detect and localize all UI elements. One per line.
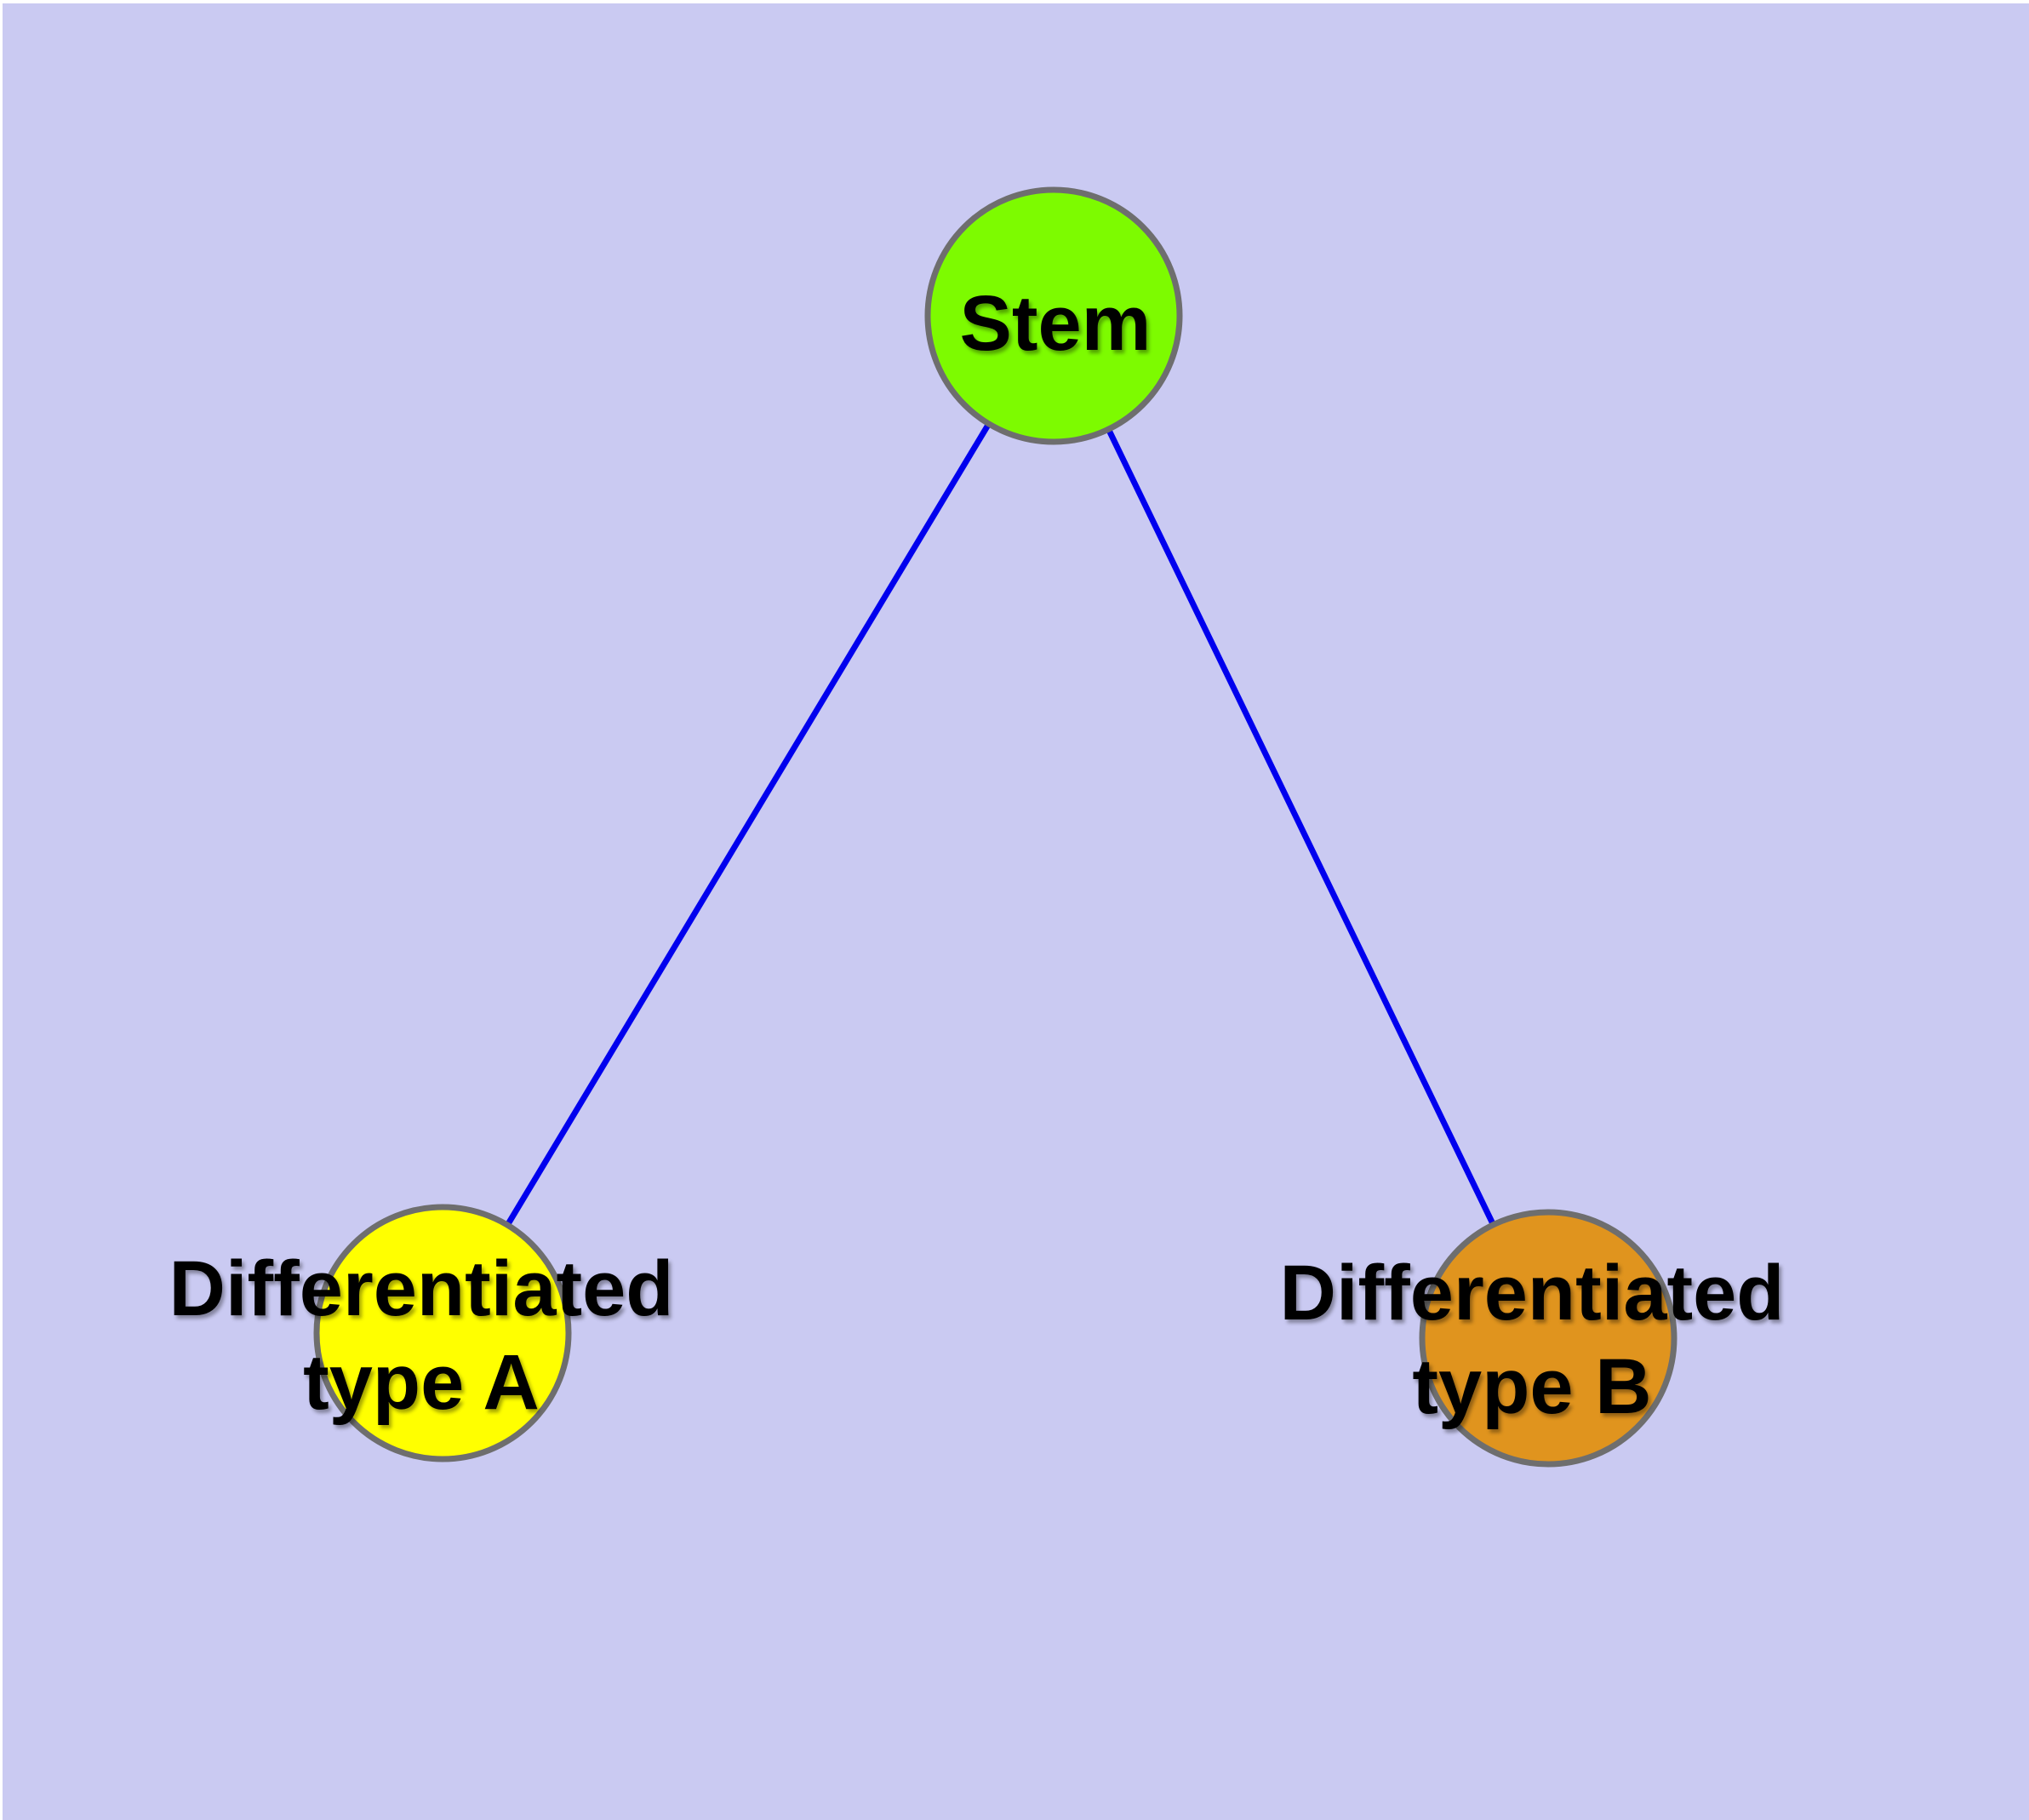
node-type-a-label: Differentiated type A bbox=[169, 1242, 674, 1429]
node-type-a-label-line2: type A bbox=[303, 1339, 540, 1426]
edge-stem-to-type-a bbox=[439, 314, 1057, 1335]
node-type-b-label: Differentiated type B bbox=[1280, 1246, 1785, 1434]
node-type-a-circle bbox=[313, 1204, 572, 1462]
node-stem-label: Stem bbox=[959, 280, 1152, 367]
node-type-b-label-line2: type B bbox=[1412, 1343, 1652, 1430]
node-type-b-label-line1: Differentiated bbox=[1279, 1250, 1785, 1336]
edge-stem-to-type-b bbox=[1050, 314, 1552, 1340]
node-type-a-label-line1: Differentiated bbox=[169, 1245, 674, 1332]
node-stem-circle bbox=[924, 186, 1183, 445]
node-type-b-circle bbox=[1419, 1209, 1677, 1468]
